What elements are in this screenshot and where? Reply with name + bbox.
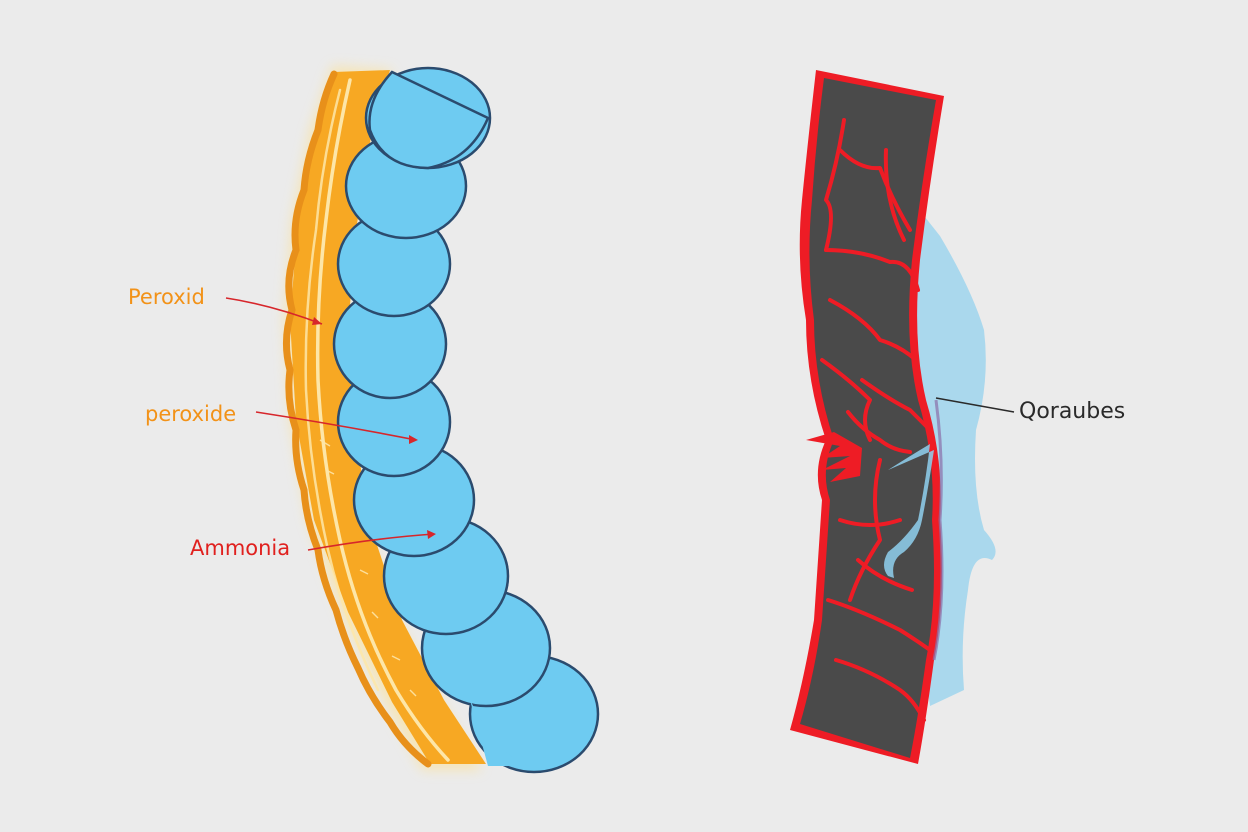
fibre-marks	[319, 439, 417, 697]
leader-qoraubes	[935, 397, 1015, 413]
label-ammonia: Ammonia	[190, 536, 291, 560]
left-tube-illustration	[283, 66, 600, 774]
label-peroxide: peroxide	[145, 402, 237, 426]
red-veins	[820, 118, 932, 722]
segment-bottom-cap	[470, 700, 532, 766]
arrow-head-3	[427, 530, 436, 539]
arrow-ammonia	[307, 533, 435, 551]
torn-fringe	[806, 432, 862, 482]
arrow-peroxid	[225, 297, 323, 325]
left-leader-arrows	[225, 297, 436, 551]
right-tube-illustration	[790, 70, 1015, 764]
arrow-head-1	[312, 317, 322, 325]
blue-segments	[332, 66, 600, 774]
label-qoraubes: Qoraubes	[1019, 399, 1126, 424]
label-peroxid: Peroxid	[128, 285, 205, 309]
orange-edge	[283, 70, 432, 768]
purple-edge	[932, 399, 944, 661]
blue-fluid-front	[884, 444, 934, 578]
cream-stripe-2	[304, 88, 380, 692]
arrow-head-2	[409, 435, 418, 444]
segment-1	[368, 70, 490, 170]
arrow-peroxide	[255, 411, 417, 441]
cream-stripe-1	[315, 78, 450, 762]
orange-layer	[290, 70, 486, 764]
